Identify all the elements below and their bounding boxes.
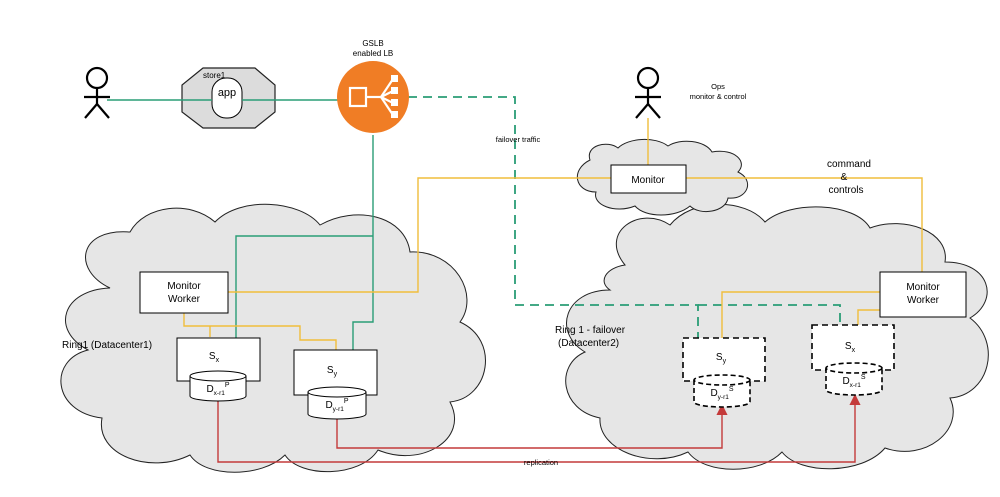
- ops-label-line2: monitor & control: [690, 92, 747, 101]
- sy-failover-box: [682, 337, 766, 382]
- ring1-worker-label: Monitor: [167, 281, 201, 292]
- dx-s-database: [825, 362, 883, 396]
- dy-p-label: Dy-r1P: [325, 398, 348, 413]
- failover-traffic-label: failover traffic: [496, 135, 541, 144]
- ring1-worker-to-s-line: [183, 313, 337, 352]
- command-label: command: [827, 159, 871, 170]
- dy-s-label: Dy-r1S: [710, 386, 733, 401]
- ring1-failover-cloud: [565, 203, 989, 470]
- failover-worker-label: Monitor: [906, 282, 940, 293]
- ring1-worker-label-line2: Worker: [168, 294, 201, 305]
- ring1-cloud: [60, 203, 486, 473]
- dx-p-database: [189, 370, 247, 402]
- lb-trunk-line: [352, 135, 374, 350]
- gslb-label-line2: enabled LB: [353, 49, 393, 58]
- gslb-label: GSLB: [362, 39, 383, 48]
- failover-worker-to-sx-line: [857, 309, 880, 325]
- ring1-label: Ring1 (Datacenter1): [62, 340, 152, 351]
- ring1-failover-label: Ring 1 - failover: [555, 325, 626, 336]
- sy-label: Sy: [327, 365, 338, 378]
- sy-failover-label: Sy: [716, 352, 727, 365]
- dx-s-label: Dx-r1S: [842, 374, 865, 389]
- traffic-to-sx-line: [235, 235, 373, 338]
- dy-s-database: [693, 374, 751, 408]
- load-balancer-icon: [337, 61, 409, 133]
- dy-p-database: [307, 386, 367, 420]
- failover-monitor-worker-box: [879, 271, 967, 318]
- store-label: store1: [203, 71, 226, 80]
- sx-label: Sx: [209, 351, 220, 364]
- user-icon: [84, 66, 110, 119]
- failover-traffic-to-sx-line: [698, 304, 841, 325]
- monitor-to-ring1-line: [228, 177, 611, 293]
- ring1-failover-label-line2: (Datacenter2): [558, 338, 619, 349]
- ops-label: Ops: [711, 82, 725, 91]
- controls-label: controls: [828, 185, 863, 196]
- monitor-box: [610, 164, 687, 194]
- replication-y-line: [336, 403, 728, 449]
- sx-failover-box: [811, 324, 895, 371]
- replication-x-line: [217, 393, 861, 463]
- replication-label: replication: [524, 458, 558, 467]
- ring1-monitor-worker-box: [139, 271, 229, 314]
- app-label: app: [218, 87, 236, 99]
- failover-worker-to-sy-line: [721, 291, 880, 338]
- failover-worker-label-line2: Worker: [907, 295, 940, 306]
- sx-failover-label: Sx: [845, 341, 856, 354]
- monitor-label: Monitor: [631, 175, 665, 186]
- app-container: [211, 77, 243, 119]
- monitor-to-failover-worker-line: [686, 177, 923, 272]
- ops-person-icon: [635, 66, 661, 119]
- ampersand-label: &: [841, 172, 848, 183]
- dx-p-label: Dx-r1P: [206, 382, 229, 397]
- failover-traffic-line: [408, 96, 699, 340]
